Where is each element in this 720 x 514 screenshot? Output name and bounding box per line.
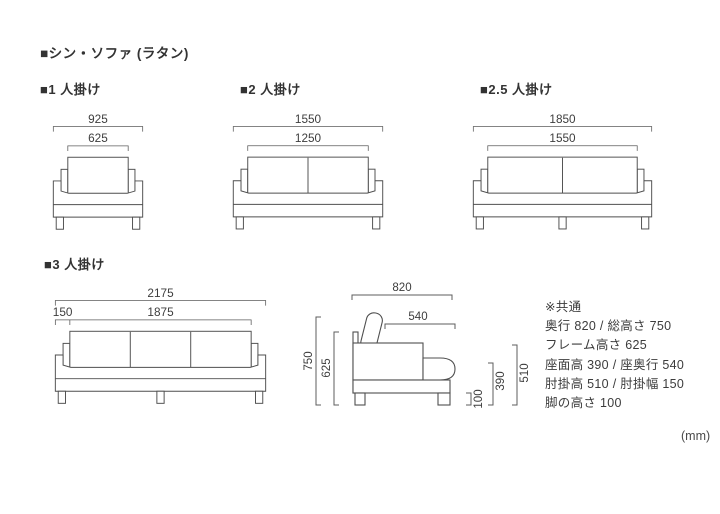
front-view-2_5-seater: 1850 1550 bbox=[472, 113, 653, 230]
leg-front bbox=[437, 392, 451, 406]
leg-left bbox=[475, 216, 484, 230]
label-1-seater: ■1 人掛け bbox=[40, 82, 101, 97]
total-height-bracket bbox=[315, 316, 321, 406]
inner-width-dim: 1250 bbox=[295, 132, 322, 145]
inner-width-dim: 625 bbox=[88, 132, 108, 145]
arm-side-panel bbox=[352, 342, 424, 381]
inner-width-bracket bbox=[67, 145, 129, 151]
page-title: ■シン・ソファ (ラタン) bbox=[40, 46, 189, 61]
frame-height-dim: 625 bbox=[321, 358, 333, 377]
overall-width-dim: 2175 bbox=[147, 287, 174, 300]
label-2-seater: ■2 人掛け bbox=[240, 82, 301, 97]
armrest-post-right bbox=[367, 168, 376, 195]
armrest-post-right bbox=[127, 168, 136, 195]
front-view-2-seater: 1550 1250 bbox=[232, 113, 384, 230]
arm-and-inner-width-bracket bbox=[54, 319, 252, 326]
leg-left bbox=[57, 390, 66, 404]
leg-middle bbox=[558, 216, 567, 230]
unit-label: (mm) bbox=[681, 429, 711, 443]
notes-line-frame: フレーム高さ 625 bbox=[545, 338, 647, 353]
cushion-divider bbox=[129, 331, 192, 368]
overall-width-bracket bbox=[232, 126, 384, 132]
overall-width-bracket bbox=[52, 126, 144, 132]
leg-back bbox=[354, 392, 366, 406]
armrest-post-left bbox=[60, 168, 69, 195]
arm-height-bracket bbox=[512, 344, 518, 406]
depth-dim: 820 bbox=[392, 282, 411, 294]
seat-height-dim: 390 bbox=[495, 371, 507, 390]
armrest-post-right bbox=[636, 168, 645, 195]
leg-right bbox=[132, 216, 141, 230]
inner-width-bracket bbox=[247, 145, 369, 151]
seat-cushion-side bbox=[422, 357, 456, 381]
inner-width-bracket bbox=[487, 145, 638, 151]
leg-right bbox=[641, 216, 650, 230]
label-2_5-seater: ■2.5 人掛け bbox=[480, 82, 553, 97]
leg-left bbox=[235, 216, 244, 230]
depth-bracket bbox=[351, 294, 453, 300]
leg-right bbox=[372, 216, 381, 230]
common-spec-notes: ※共通 奥行 820 / 総高さ 750 フレーム高さ 625 座面高 390 … bbox=[545, 298, 684, 413]
front-view-1-seater: 925 625 bbox=[52, 113, 144, 230]
base-rail bbox=[352, 379, 451, 394]
overall-width-dim: 1550 bbox=[295, 113, 322, 126]
sofa-body bbox=[472, 180, 653, 218]
side-view: 820 540 750 625 100 390 510 bbox=[303, 282, 531, 409]
seat-height-bracket bbox=[488, 362, 494, 406]
backrest bbox=[67, 156, 129, 195]
sofa-body bbox=[52, 180, 144, 218]
sofa-body bbox=[232, 180, 384, 218]
armrest-post-left bbox=[62, 342, 71, 369]
seat-depth-dim: 540 bbox=[408, 311, 427, 323]
front-view-3-seater: 2175 150 1875 bbox=[53, 287, 267, 404]
inner-width-dim: 1550 bbox=[549, 132, 576, 145]
leg-height-dim: 100 bbox=[473, 389, 485, 408]
overall-width-bracket bbox=[54, 300, 267, 306]
backrest bbox=[69, 330, 252, 370]
notes-line-armrest: 肘掛高 510 / 肘掛幅 150 bbox=[545, 376, 685, 391]
leg-right bbox=[255, 390, 264, 404]
leg-middle bbox=[156, 390, 165, 404]
notes-heading: ※共通 bbox=[545, 300, 582, 314]
overall-width-bracket bbox=[472, 126, 653, 132]
inner-width-dim: 1875 bbox=[147, 306, 174, 319]
notes-line-depth: 奥行 820 / 総高さ 750 bbox=[545, 319, 672, 334]
label-3-seater: ■3 人掛け bbox=[44, 257, 105, 272]
leg-height-bracket bbox=[466, 392, 472, 406]
sofa-body bbox=[54, 354, 267, 392]
armrest-width-dim: 150 bbox=[53, 306, 73, 319]
leg-left bbox=[55, 216, 64, 230]
arm-height-dim: 510 bbox=[519, 363, 531, 382]
frame-height-bracket bbox=[333, 331, 339, 406]
overall-width-dim: 1850 bbox=[549, 113, 576, 126]
notes-line-seat: 座面高 390 / 座奥行 540 bbox=[545, 357, 685, 372]
armrest-post-left bbox=[480, 168, 489, 195]
armrest-post-left bbox=[240, 168, 249, 195]
seat-depth-bracket bbox=[384, 323, 456, 329]
total-height-dim: 750 bbox=[303, 351, 315, 370]
armrest-post-right bbox=[250, 342, 259, 369]
overall-width-dim: 925 bbox=[88, 113, 108, 126]
notes-line-leg: 脚の高さ 100 bbox=[545, 396, 622, 411]
